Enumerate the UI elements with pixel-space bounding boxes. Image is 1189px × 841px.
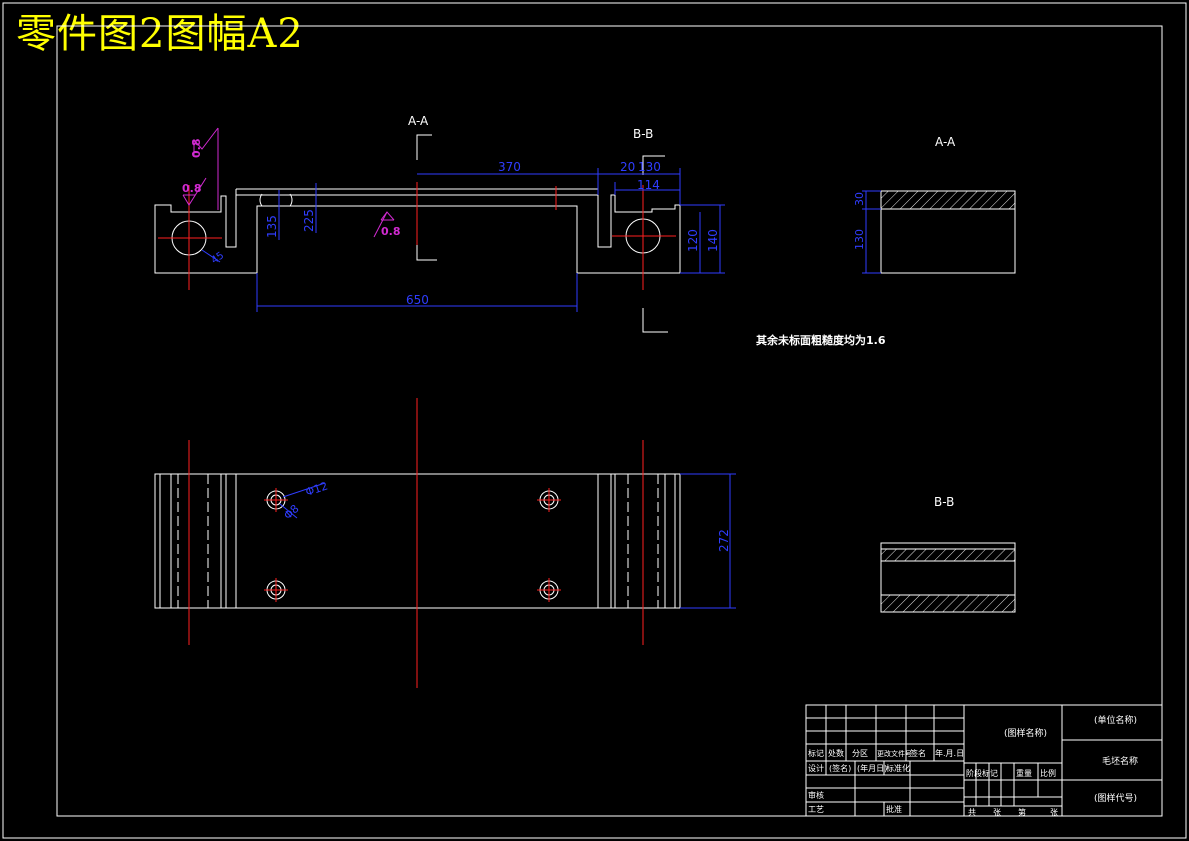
rev-header: 更改文件号 xyxy=(877,749,912,758)
dim-135: 135 xyxy=(265,215,279,238)
dim-30: 30 xyxy=(853,192,866,206)
dim-20: 20 xyxy=(620,160,635,174)
sheet-cell: 第 xyxy=(1018,807,1026,817)
rev-header: 分区 xyxy=(852,749,868,758)
section-label-b: B-B xyxy=(633,127,653,141)
roughness-value-3: 0.8 xyxy=(381,225,401,238)
stage-header: 阶段标记 xyxy=(966,768,998,778)
title-block-text: (图样名称) (单位名称) 毛坯名称 (图样代号) 标记 处数 分区 更改文件号… xyxy=(808,714,1138,817)
stage-header: 比例 xyxy=(1040,768,1056,778)
dim-120: 120 xyxy=(686,229,700,252)
front-view: A-A B-B xyxy=(154,114,681,333)
approve-label: 批准 xyxy=(886,804,902,814)
front-dimensions xyxy=(201,168,725,312)
section-label-a: A-A xyxy=(408,114,429,128)
roughness-value-1: 0.8 xyxy=(182,182,202,195)
sheet-cell: 张 xyxy=(993,808,1001,817)
design-cell: (年月日) xyxy=(857,763,887,773)
check-label: 审核 xyxy=(808,790,824,800)
detail-b: B-B xyxy=(880,495,1016,613)
title-block xyxy=(805,704,1163,817)
dim-225: 225 xyxy=(302,209,316,232)
design-cell: (签名) xyxy=(829,763,851,773)
detail-b-label: B-B xyxy=(934,495,954,509)
design-cell: 标准化 xyxy=(886,763,910,773)
rev-header: 签名 xyxy=(910,748,926,758)
design-cell: 设计 xyxy=(808,763,824,773)
general-roughness-note: 其余未标面粗糙度均为1.6 xyxy=(756,333,886,347)
dim-140: 140 xyxy=(706,229,720,252)
rev-header: 标记 xyxy=(808,748,824,758)
mounting-hole xyxy=(266,490,559,600)
dim-272: 272 xyxy=(717,529,731,552)
dim-650: 650 xyxy=(406,293,429,307)
process-label: 工艺 xyxy=(808,805,824,814)
sheet-cell: 共 xyxy=(968,808,976,817)
drawing-code: (图样代号) xyxy=(1094,792,1137,804)
dim-r45: 45 xyxy=(209,250,226,266)
rev-header: 年.月.日 xyxy=(935,748,964,758)
unit-name: (单位名称) xyxy=(1094,714,1137,726)
dim-phi8: Φ8 xyxy=(281,502,301,522)
inner-border xyxy=(56,25,1163,817)
sheet-title: 零件图2图幅A2 xyxy=(16,11,304,57)
top-view xyxy=(154,398,736,688)
dim-370: 370 xyxy=(498,160,521,174)
material-name: 毛坯名称 xyxy=(1102,755,1138,767)
stage-header: 重量 xyxy=(1016,768,1032,778)
roughness-symbols xyxy=(182,127,395,238)
roughness-value-2: 0.8 xyxy=(190,139,203,159)
dim-130-side: 130 xyxy=(853,229,866,250)
detail-a: A-A xyxy=(862,135,1016,274)
rev-header: 处数 xyxy=(828,748,844,758)
dim-114: 114 xyxy=(637,178,660,192)
drawing-name: (图样名称) xyxy=(1004,727,1047,739)
dim-phi12: Φ12 xyxy=(304,479,330,498)
detail-a-label: A-A xyxy=(935,135,956,149)
sheet-cell: 张 xyxy=(1050,808,1058,817)
dim-130-top: 130 xyxy=(638,160,661,174)
